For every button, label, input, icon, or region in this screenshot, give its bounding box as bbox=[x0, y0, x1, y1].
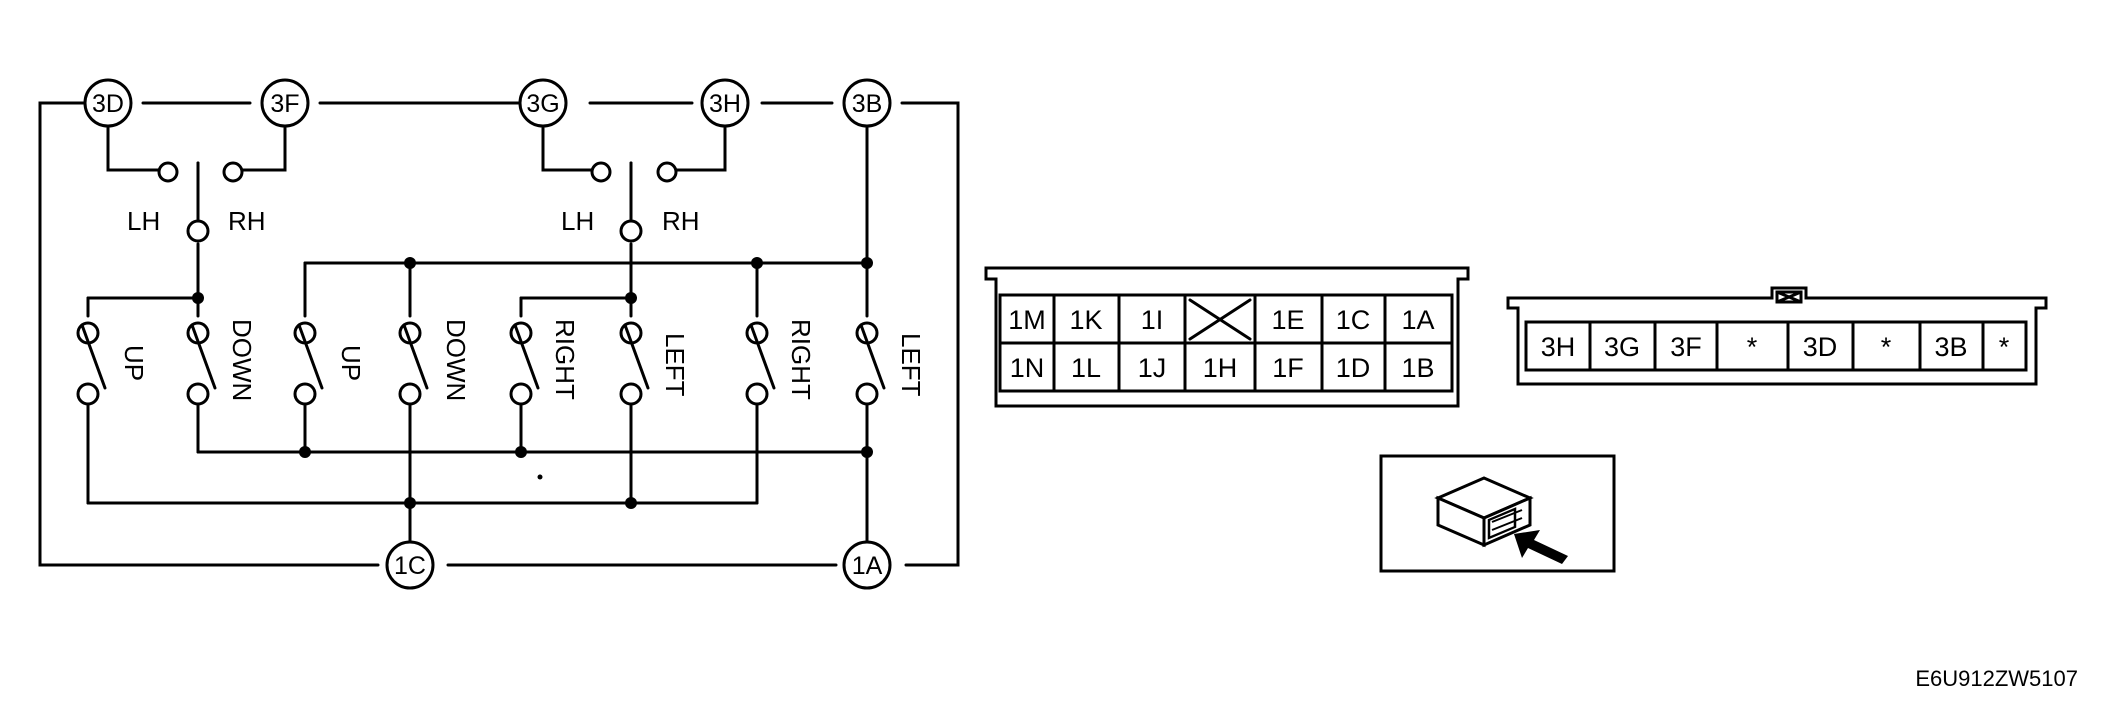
connector-b-pin-empty-3: * bbox=[1999, 332, 2010, 362]
switch-1-label: UP bbox=[119, 345, 149, 381]
connector-b-pin-3f: 3F bbox=[1670, 332, 1702, 362]
junction-dots bbox=[192, 257, 873, 509]
terminals: 3D 3F 3G 3H 3B 1C 1A bbox=[83, 78, 892, 590]
connector-a-pin-1a: 1A bbox=[1401, 305, 1434, 335]
selector-labels: LH RH LH RH bbox=[127, 206, 700, 236]
connector-a-pin-1c: 1C bbox=[1336, 305, 1371, 335]
connector-a-pin-1n: 1N bbox=[1010, 353, 1045, 383]
terminal-3h-label: 3H bbox=[709, 90, 741, 118]
selector-2-lh-label: LH bbox=[561, 206, 594, 236]
switch-8-label: LEFT bbox=[896, 333, 926, 397]
switch-5-label: RIGHT bbox=[550, 319, 580, 400]
connector-b-pin-3g: 3G bbox=[1604, 332, 1640, 362]
terminal-3f-label: 3F bbox=[270, 90, 299, 118]
connector-b-pin-3b: 3B bbox=[1934, 332, 1967, 362]
connector-a-pin-1i: 1I bbox=[1141, 305, 1164, 335]
reference-code: E6U912ZW5107 bbox=[1915, 666, 2078, 691]
switch-2-label: DOWN bbox=[227, 319, 257, 401]
connector-b: 3H 3G 3F * 3D * 3B * bbox=[1506, 286, 2048, 386]
connector-b-pin-3d: 3D bbox=[1803, 332, 1838, 362]
connector-a-pin-1e: 1E bbox=[1271, 305, 1304, 335]
connector-a: 1M 1K 1I 1E 1C 1A 1N 1L 1J 1H 1F 1D 1B bbox=[984, 266, 1470, 408]
switch-7-label: RIGHT bbox=[786, 319, 816, 400]
connector-a-pin-1j: 1J bbox=[1138, 353, 1167, 383]
terminal-1a-label: 1A bbox=[852, 552, 883, 580]
switch-3-label: UP bbox=[336, 345, 366, 381]
connector-a-pin-1b: 1B bbox=[1401, 353, 1434, 383]
terminal-3b-label: 3B bbox=[852, 90, 883, 118]
connector-view-icon bbox=[1379, 454, 1616, 573]
terminal-1c-label: 1C bbox=[394, 552, 426, 580]
connector-a-pin-1l: 1L bbox=[1071, 353, 1101, 383]
selector-switches bbox=[157, 161, 678, 243]
selector-1-lh-label: LH bbox=[127, 206, 160, 236]
terminal-3g-label: 3G bbox=[526, 90, 559, 118]
connector-b-pin-empty-1: * bbox=[1747, 332, 1758, 362]
switch-labels: UP DOWN UP DOWN RIGHT LEFT RIGHT LEFT bbox=[119, 319, 926, 401]
terminal-3d-label: 3D bbox=[92, 90, 124, 118]
pushbutton-switches bbox=[76, 321, 886, 406]
connector-a-pin-1f: 1F bbox=[1272, 353, 1304, 383]
connector-b-pin-empty-2: * bbox=[1881, 332, 1892, 362]
selector-1-rh-label: RH bbox=[228, 206, 266, 236]
selector-2-rh-label: RH bbox=[662, 206, 700, 236]
switch-6-label: LEFT bbox=[660, 333, 690, 397]
switch-4-label: DOWN bbox=[441, 319, 471, 401]
connector-a-pin-1d: 1D bbox=[1336, 353, 1371, 383]
connector-a-pin-1k: 1K bbox=[1069, 305, 1102, 335]
connector-a-pin-1h: 1H bbox=[1203, 353, 1238, 383]
connector-a-pin-1m: 1M bbox=[1008, 305, 1046, 335]
connector-b-pin-3h: 3H bbox=[1541, 332, 1576, 362]
